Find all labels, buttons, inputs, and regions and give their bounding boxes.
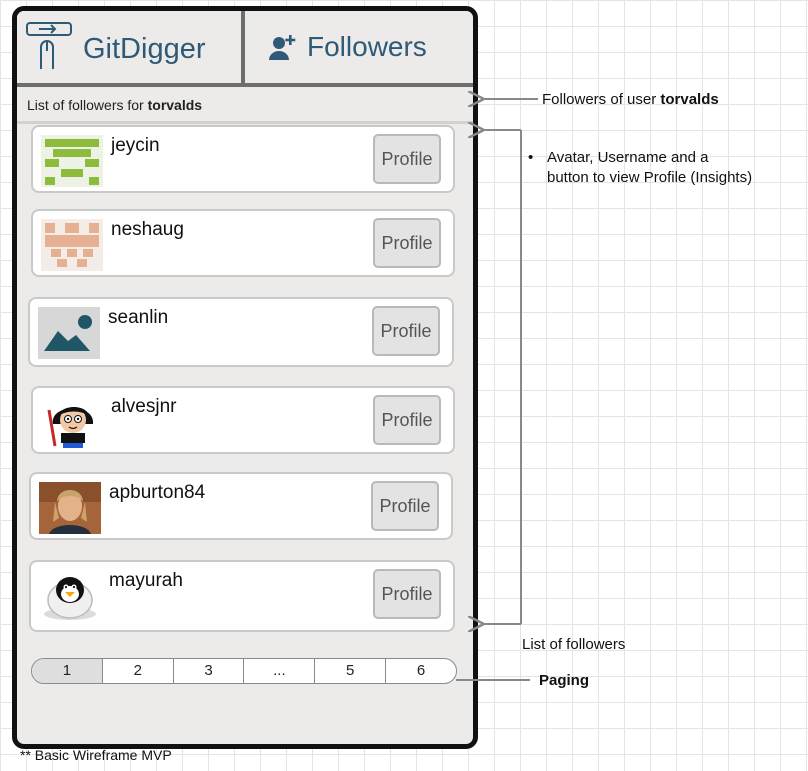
annotation-desc-line1: Avatar, Username and a: [547, 149, 709, 166]
follower-card: jeycin Profile: [31, 125, 455, 193]
annotation-paging: Paging: [539, 672, 590, 689]
followers-subheader: List of followers for torvalds: [27, 97, 202, 113]
follower-card: apburton84 Profile: [29, 472, 453, 540]
tab-followers[interactable]: Followers: [245, 11, 473, 83]
annotation-item-description: • Avatar, Username and a button to view …: [528, 148, 752, 188]
profile-button[interactable]: Profile: [373, 134, 441, 184]
follower-card: neshaug Profile: [31, 209, 455, 277]
brand-area: GitDigger: [17, 11, 245, 83]
profile-button[interactable]: Profile: [372, 306, 440, 356]
footnote: ** Basic Wireframe MVP: [20, 747, 172, 763]
annotation-desc-line2: button to view Profile (Insights): [547, 169, 753, 186]
page-5[interactable]: 5: [314, 659, 385, 683]
pagination: 1 2 3 ... 5 6: [31, 658, 457, 684]
cartoon-avatar: [41, 396, 103, 448]
profile-button[interactable]: Profile: [373, 569, 441, 619]
page-ellipsis[interactable]: ...: [243, 659, 314, 683]
profile-button[interactable]: Profile: [373, 395, 441, 445]
follower-username: jeycin: [111, 135, 160, 156]
annotation-followers-user: torvalds: [660, 91, 719, 108]
penguin-avatar: [39, 570, 101, 622]
annotation-followers-prefix: Followers of user: [542, 91, 661, 108]
bullet: •: [528, 149, 534, 166]
follower-username: alvesjnr: [111, 396, 177, 417]
phone-frame: GitDigger Followers List of followers fo…: [12, 6, 478, 749]
page-2[interactable]: 2: [101, 659, 173, 683]
follower-username: neshaug: [111, 219, 184, 240]
annotation-list-of-followers: List of followers: [522, 636, 626, 653]
peach-identicon-avatar: [41, 219, 103, 271]
follower-card: alvesjnr Profile: [31, 386, 455, 454]
follower-card: mayurah Profile: [29, 560, 455, 632]
subheader-user: torvalds: [147, 97, 203, 113]
follower-username: seanlin: [108, 307, 169, 328]
photo-avatar: [39, 482, 101, 534]
page-1[interactable]: 1: [32, 659, 102, 683]
profile-button[interactable]: Profile: [371, 481, 439, 531]
add-user-icon: [269, 35, 296, 60]
app-title: GitDigger: [83, 33, 206, 65]
page-3[interactable]: 3: [172, 659, 244, 683]
page-6[interactable]: 6: [385, 659, 456, 683]
placeholder-image-icon: [38, 307, 100, 359]
follower-card: seanlin Profile: [28, 297, 454, 367]
subheader-prefix: List of followers for: [27, 97, 148, 113]
annotation-followers-of-user: Followers of user torvalds: [542, 91, 719, 108]
app-logo-icon: [26, 22, 72, 69]
tab-followers-label: Followers: [307, 31, 427, 62]
divider: [17, 121, 473, 124]
follower-username: apburton84: [109, 482, 206, 503]
profile-button[interactable]: Profile: [373, 218, 441, 268]
follower-username: mayurah: [109, 570, 183, 591]
green-identicon-avatar: [41, 135, 103, 187]
app-header: GitDigger Followers: [17, 11, 473, 87]
